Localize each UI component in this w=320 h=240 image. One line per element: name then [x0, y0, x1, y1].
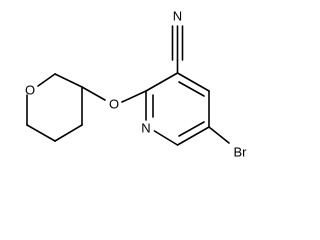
bond-c5-bromine [208, 126, 230, 144]
ring-oxygen-label: O [25, 83, 35, 98]
thp-bond-c2-o1 [37, 73, 56, 87]
bromine-label: Br [234, 145, 248, 160]
thp-bond-c3-c2 [54, 73, 83, 88]
bond-ether-oxygen-c3prime [81, 86, 106, 101]
bond-c2-ether-oxygen [121, 90, 147, 103]
pyridine-bond-c3-c4 [176, 72, 210, 92]
pyridine-ring: N [141, 59, 210, 146]
ether-oxygen-label: O [109, 97, 119, 112]
tetrahydropyran-ring: O [25, 73, 83, 142]
chemical-structure: N N Br O O [25, 9, 248, 160]
nitrile-nitrogen-label: N [173, 9, 182, 24]
pyridine-nitrogen-label: N [141, 121, 150, 136]
thp-bond-c5-c4 [54, 124, 83, 142]
pyridine-bond-c6-n1 [153, 130, 179, 146]
pyridine-bond-c3-c4-inner [178, 81, 205, 97]
nitrile-group: N [171, 9, 184, 61]
pyridine-bond-c5-c6 [176, 126, 210, 146]
ether-linkage: O [81, 86, 147, 112]
thp-bond-c6-c5 [26, 124, 56, 142]
pyridine-bond-c5-c6-inner [178, 121, 205, 137]
bromine-substituent: Br [208, 126, 248, 160]
pyridine-bond-c2-c3 [145, 72, 179, 92]
